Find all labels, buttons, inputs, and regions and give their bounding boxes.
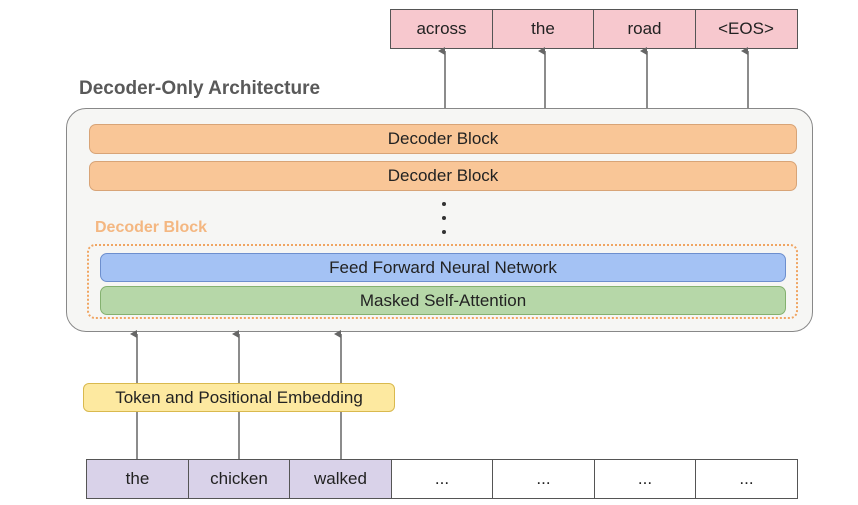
masked-self-attention-layer: Masked Self-Attention (100, 286, 786, 315)
input-token: ... (695, 459, 798, 499)
decoder-block: Decoder Block (89, 161, 797, 191)
input-token: the (86, 459, 189, 499)
input-tokens: the chicken walked ... ... ... ... (86, 459, 798, 499)
input-token: ... (390, 459, 494, 499)
feed-forward-layer: Feed Forward Neural Network (100, 253, 786, 282)
input-token: chicken (187, 459, 291, 499)
output-token: across (390, 9, 493, 49)
input-token: ... (492, 459, 595, 499)
output-token: the (491, 9, 595, 49)
diagram-title: Decoder-Only Architecture (79, 78, 321, 99)
input-token: ... (593, 459, 697, 499)
output-token: road (593, 9, 696, 49)
ellipsis-dots (437, 199, 451, 237)
inner-block-label: Decoder Block (95, 219, 208, 236)
embedding-block: Token and Positional Embedding (83, 383, 395, 412)
inner-block-outline (87, 244, 798, 319)
input-token: walked (289, 459, 392, 499)
decoder-block: Decoder Block (89, 124, 797, 154)
output-tokens: across the road <EOS> (390, 9, 798, 49)
output-token: <EOS> (694, 9, 798, 49)
